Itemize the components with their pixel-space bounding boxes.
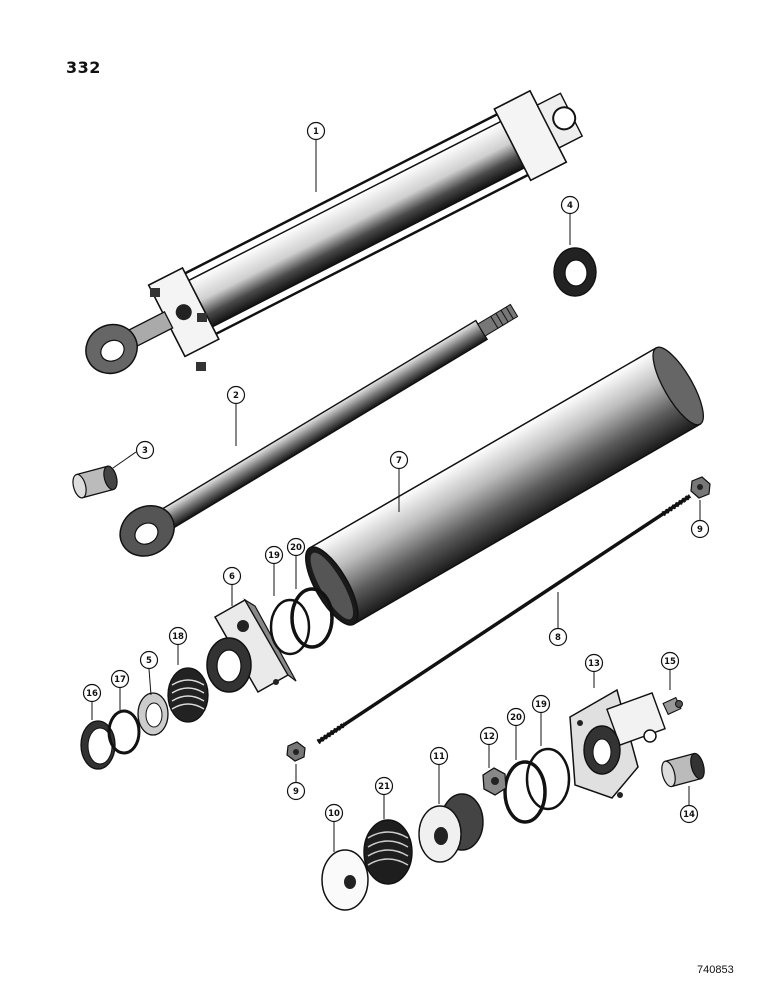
washer [553, 247, 597, 297]
svg-text:21: 21 [378, 782, 390, 792]
callout-3: 3 [135, 440, 155, 460]
o-ring-upper [290, 587, 334, 649]
svg-text:3: 3 [142, 446, 148, 456]
callout-4: 4 [560, 195, 580, 215]
svg-text:7: 7 [396, 456, 402, 466]
grease-fitting [662, 696, 683, 716]
callout-11: 11 [429, 746, 449, 766]
piston [418, 793, 484, 863]
svg-text:17: 17 [114, 675, 126, 685]
callout-7: 7 [389, 450, 409, 470]
svg-text:1: 1 [313, 127, 319, 137]
backup-ring-lower [525, 747, 571, 811]
callout-10: 10 [324, 803, 344, 823]
svg-text:9: 9 [293, 787, 299, 797]
callout-19-lower: 19 [531, 694, 551, 714]
page-number: 332 [66, 58, 101, 77]
callout-9-upper: 9 [690, 519, 710, 539]
rod-end-head [206, 598, 297, 694]
svg-text:6: 6 [229, 572, 235, 582]
callout-2: 2 [226, 385, 246, 405]
callout-18: 18 [168, 626, 188, 646]
seal-ring-17 [107, 709, 141, 755]
callout-15: 15 [660, 651, 680, 671]
svg-text:13: 13 [588, 659, 600, 669]
rear-head [569, 688, 666, 799]
drawing-code: 740853 [697, 964, 734, 976]
piston-washer [321, 849, 369, 911]
leader-lines [91, 140, 701, 852]
tie-rod [316, 493, 692, 745]
callout-8: 8 [548, 627, 568, 647]
svg-text:4: 4 [567, 201, 573, 211]
piston-nut [482, 767, 507, 796]
svg-text:8: 8 [555, 633, 561, 643]
svg-text:18: 18 [172, 632, 184, 642]
piston-packing [363, 819, 413, 885]
callout-21: 21 [374, 776, 394, 796]
svg-text:2: 2 [233, 391, 239, 401]
svg-text:5: 5 [146, 656, 152, 666]
packing-set [167, 667, 209, 723]
callout-20-upper: 20 [286, 537, 306, 557]
callout-20-lower: 20 [506, 707, 526, 727]
callout-19-upper: 19 [264, 545, 284, 565]
svg-text:16: 16 [86, 689, 98, 699]
callout-14: 14 [679, 804, 699, 824]
svg-text:14: 14 [683, 810, 695, 820]
tie-rod-nut-lower [286, 741, 306, 762]
svg-text:19: 19 [268, 551, 280, 561]
callout-6: 6 [222, 566, 242, 586]
svg-text:9: 9 [697, 525, 703, 535]
callout-16: 16 [82, 683, 102, 703]
cylinder-assembly [85, 89, 584, 375]
svg-text:19: 19 [535, 700, 547, 710]
callout-13: 13 [584, 653, 604, 673]
tie-rod-nut-upper [690, 476, 711, 499]
barrel-tube [305, 346, 704, 626]
seal-ring-16 [80, 720, 116, 770]
svg-text:15: 15 [664, 657, 676, 667]
svg-text:12: 12 [483, 732, 495, 742]
svg-text:20: 20 [510, 713, 522, 723]
piston-rod [119, 303, 519, 557]
o-ring-lower [503, 760, 547, 824]
callout-12: 12 [479, 726, 499, 746]
callout-17: 17 [110, 669, 130, 689]
svg-text:11: 11 [433, 752, 445, 762]
callout-9-lower: 9 [286, 781, 306, 801]
callout-1: 1 [306, 121, 326, 141]
svg-text:20: 20 [290, 543, 302, 553]
callout-5: 5 [139, 650, 159, 670]
wiper-ring [137, 692, 169, 736]
rear-bushing [661, 752, 705, 788]
svg-text:10: 10 [328, 809, 340, 819]
bushing [72, 465, 118, 499]
backup-ring-upper [269, 598, 311, 656]
